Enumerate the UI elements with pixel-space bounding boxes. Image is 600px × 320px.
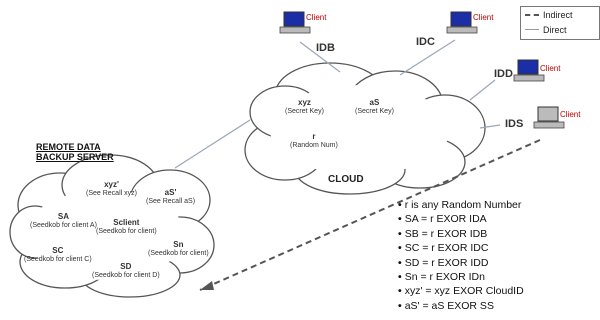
- formula-text: SA = r EXOR IDA: [404, 213, 487, 226]
- client-computer-c: [446, 11, 478, 34]
- server-as2-note: (See Recall aS): [146, 198, 196, 206]
- formula-text: xyz' = xyz EXOR CloudID: [404, 285, 524, 298]
- cloud-r: r (Random Num): [290, 132, 338, 150]
- client-d-label: Client: [540, 64, 561, 73]
- server-sd: SD (Seedkob for client D): [92, 262, 160, 280]
- formula-list: •r is any Random Number •SA = r EXOR IDA…: [398, 198, 598, 313]
- client-computer-s: [533, 106, 565, 129]
- server-xyz2-key: xyz': [104, 180, 119, 189]
- client-c-id: IDC: [416, 36, 435, 48]
- formula-item: •SB = r EXOR IDB: [398, 227, 488, 240]
- formula-item: •Sn = r EXOR IDn: [398, 271, 485, 284]
- client-s-label: Client: [560, 110, 581, 119]
- formula-item: •SC = r EXOR IDC: [398, 242, 489, 255]
- server-sc-note: (Seedkob for client C): [24, 256, 92, 264]
- legend-indirect: Indirect: [521, 7, 599, 22]
- cloud-as-key: aS: [369, 98, 380, 107]
- cloud-r-note: (Random Num): [290, 142, 338, 150]
- cloud-r-key: r: [312, 132, 316, 141]
- server-xyz2-note: (See Recall xyz): [86, 190, 137, 198]
- cloud-as-note: (Secret Key): [355, 108, 394, 116]
- cloud-xyz-note: (Secret Key): [285, 108, 324, 116]
- server-as2-key: aS': [164, 188, 177, 197]
- cloud-xyz: xyz (Secret Key): [285, 98, 324, 116]
- dashed-line-swatch: [525, 13, 539, 16]
- legend: Indirect Direct: [520, 6, 600, 40]
- formula-text: aS' = aS EXOR SS: [404, 299, 494, 312]
- formula-text: r is any Random Number: [404, 199, 522, 211]
- legend-direct: Direct: [521, 22, 599, 37]
- server-sd-note: (Seedkob for client D): [92, 272, 160, 280]
- server-sc: SC (Seedkob for client C): [24, 246, 92, 264]
- server-sd-key: SD: [120, 262, 132, 271]
- client-b-label: Client: [306, 13, 327, 22]
- server-sa-note: (Seedkob for client A): [30, 222, 97, 230]
- indirect-link: [199, 139, 541, 291]
- client-s-id: IDS: [505, 118, 524, 130]
- client-computer-b: [279, 11, 311, 34]
- formula-text: SD = r EXOR IDD: [404, 256, 489, 269]
- server-sb: Sclient (Seedkob for client): [96, 218, 157, 236]
- formula-item: •xyz' = xyz EXOR CloudID: [398, 285, 524, 298]
- formula-item: •aS' = aS EXOR SS: [398, 299, 494, 312]
- server-sa: SA (Seedkob for client A): [30, 212, 97, 230]
- server-sa-key: SA: [57, 212, 70, 221]
- formula-item: •SD = r EXOR IDD: [398, 256, 489, 269]
- cloud-name: CLOUD: [328, 174, 364, 185]
- client-b-id: IDB: [316, 42, 335, 54]
- formula-text: SC = r EXOR IDC: [404, 242, 489, 255]
- server-sc-key: SC: [52, 246, 64, 255]
- formula-item: •SA = r EXOR IDA: [398, 213, 487, 226]
- server-sb-note: (Seedkob for client): [96, 228, 157, 236]
- formula-item: •r is any Random Number: [398, 199, 522, 211]
- server-xyz2: xyz' (See Recall xyz): [86, 180, 137, 198]
- server-sn-note: (Seedkob for client): [148, 250, 209, 258]
- server-sb-key: Sclient: [113, 218, 140, 227]
- solid-line-swatch: [525, 29, 539, 30]
- server-sn: Sn (Seedkob for client): [148, 240, 209, 258]
- server-sn-key: Sn: [173, 240, 184, 249]
- client-d-id: IDD: [494, 68, 513, 80]
- server-as2: aS' (See Recall aS): [146, 188, 195, 206]
- client-c-label: Client: [473, 13, 494, 22]
- direct-links: [174, 39, 501, 169]
- cloud-as: aS (Secret Key): [355, 98, 394, 116]
- formula-text: SB = r EXOR IDB: [404, 227, 488, 240]
- server-title: REMOTE DATA BACKUP SERVER: [36, 142, 114, 163]
- client-computer-d: [513, 59, 545, 82]
- cloud-xyz-key: xyz: [298, 98, 311, 107]
- server-title-line2: BACKUP SERVER: [36, 152, 114, 163]
- legend-direct-label: Direct: [543, 24, 567, 35]
- formula-text: Sn = r EXOR IDn: [404, 271, 485, 284]
- legend-indirect-label: Indirect: [543, 9, 573, 20]
- server-title-line1: REMOTE DATA: [36, 142, 101, 152]
